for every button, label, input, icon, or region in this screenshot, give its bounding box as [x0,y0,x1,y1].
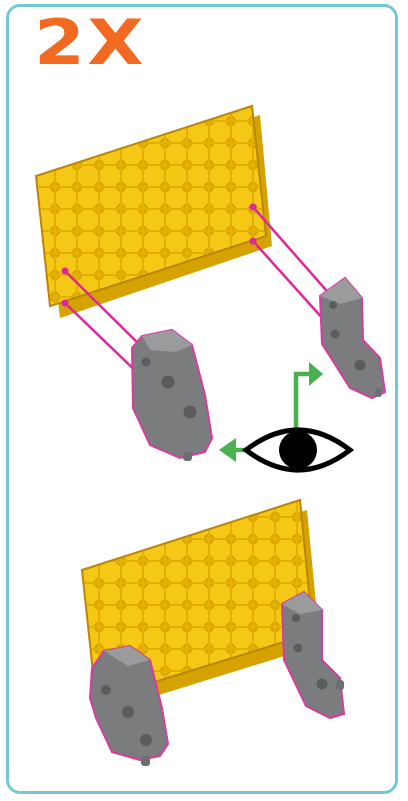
gray-connector-assembled-left [88,644,170,766]
gray-connector-assembled-right [280,590,346,720]
arrow-icon [219,438,236,462]
step-exploded-view [34,104,387,473]
yellow-plate-exploded [34,104,272,318]
gray-connector-left [130,328,214,461]
guide-lines [61,203,334,381]
step-assembled-view [80,498,346,766]
gray-connector-right [318,276,387,400]
eye-icon [241,427,355,473]
arrow-icon [309,362,323,386]
quantity-label: 2X [34,6,147,79]
